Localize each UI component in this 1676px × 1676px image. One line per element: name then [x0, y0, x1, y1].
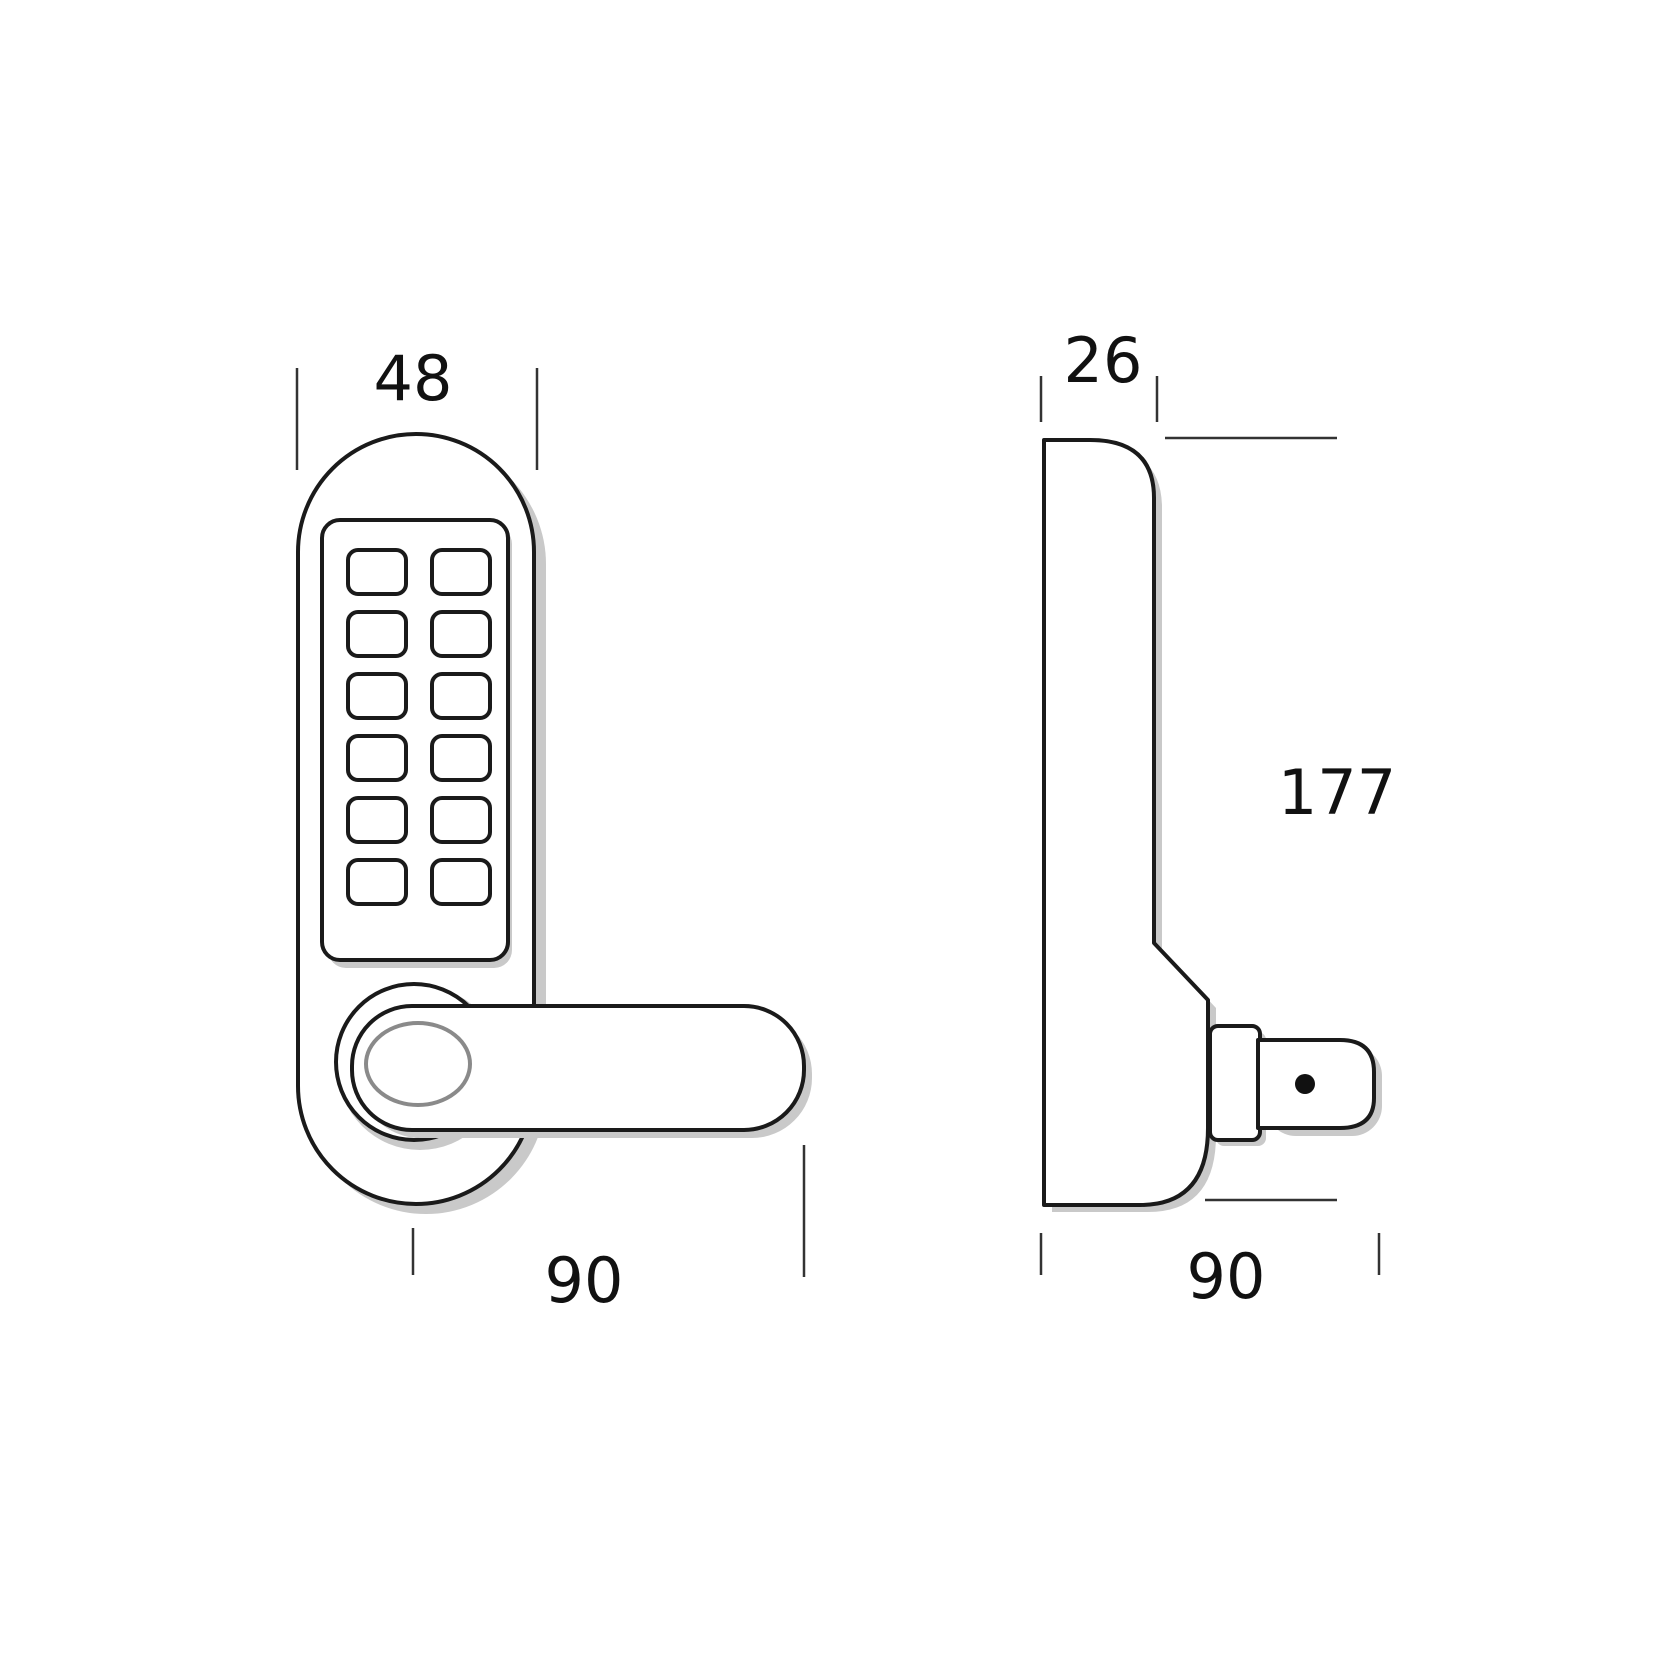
lever-handle	[350, 1004, 806, 1132]
keypad-key	[430, 610, 492, 658]
lever-length-label: 90	[545, 1244, 624, 1317]
front-view: 48	[295, 342, 812, 1317]
depth-dimension-label: 26	[1064, 324, 1143, 397]
keypad-key	[430, 548, 492, 596]
keypad-key	[346, 548, 408, 596]
keypad-key	[430, 672, 492, 720]
keypad-key	[346, 672, 408, 720]
spindle-block	[1208, 1024, 1262, 1142]
keypad-keys	[346, 548, 492, 906]
side-body	[1042, 438, 1210, 1207]
lever-end	[1256, 1038, 1376, 1130]
side-view: 26 177 90	[1039, 324, 1396, 1313]
keypad-key	[346, 796, 408, 844]
width-dimension-label: 48	[374, 342, 453, 415]
keypad-key	[346, 734, 408, 782]
keypad-key	[430, 734, 492, 782]
lever-fixing-screw	[1295, 1074, 1315, 1094]
keypad-key	[430, 858, 492, 906]
keypad-key	[346, 610, 408, 658]
projection-dimension-label: 90	[1187, 1240, 1266, 1313]
keypad-key	[346, 858, 408, 906]
key-cylinder	[364, 1021, 472, 1107]
height-dimension-label: 177	[1278, 756, 1396, 829]
keypad-key	[430, 796, 492, 844]
